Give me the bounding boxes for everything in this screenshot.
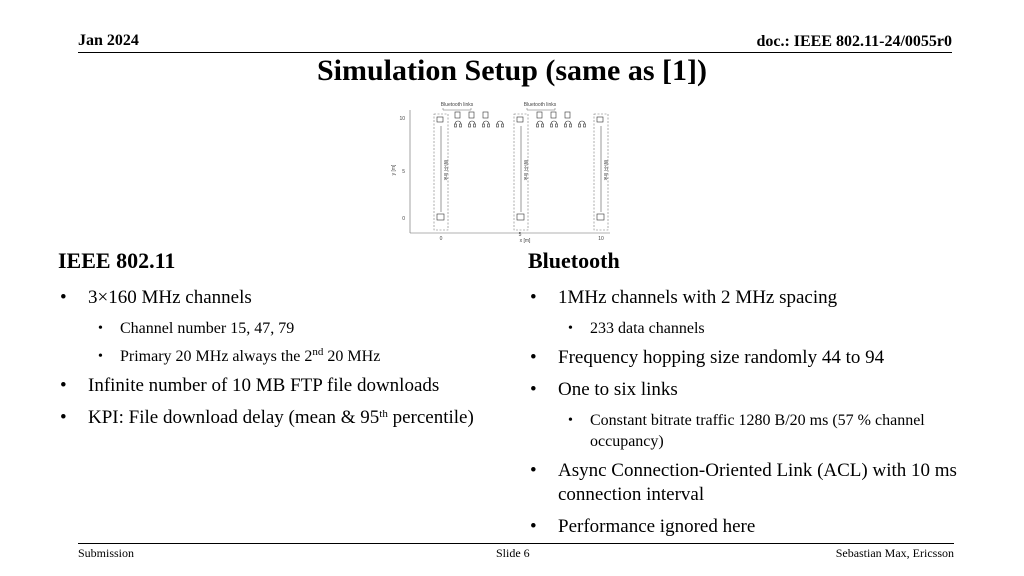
bt-data-channels-text: 233 data channels <box>590 320 705 337</box>
list-item: Performance ignored here <box>528 515 968 539</box>
footer-submission: Submission <box>78 546 135 560</box>
list-item: Constant bitrate traffic 1280 B/20 ms (5… <box>528 410 968 452</box>
bluetooth-heading: Bluetooth <box>528 248 620 273</box>
list-item: Channel number 15, 47, 79 <box>58 318 498 339</box>
kpi-text-end: percentile) <box>387 407 474 428</box>
bluetooth-bullets: 1MHz channels with 2 MHz spacing 233 dat… <box>528 286 968 539</box>
bluetooth-label-right: Bluetooth links <box>524 102 557 108</box>
kpi-text: KPI: File download delay (mean & 95 <box>88 407 380 428</box>
x-tick-0: 0 <box>440 236 443 242</box>
bluetooth-label-left: Bluetooth links <box>441 102 474 108</box>
slide-title: Simulation Setup (same as [1]) <box>316 54 707 87</box>
header-date: Jan 2024 <box>78 32 139 49</box>
x-axis-label: x [m] <box>520 238 531 244</box>
primary-text: Primary 20 MHz always the 2 <box>120 348 313 365</box>
header-divider <box>78 52 952 53</box>
y-axis-label: y [m] <box>391 164 397 175</box>
wifi-link-label-2: Wi-Fi link <box>522 160 528 181</box>
primary-sup: nd <box>312 346 324 358</box>
ieee-80211-heading: IEEE 802.11 <box>58 248 176 273</box>
y-tick-5: 5 <box>402 169 405 175</box>
list-item: Infinite number of 10 MB FTP file downlo… <box>58 374 498 398</box>
list-item: 233 data channels <box>528 318 968 339</box>
bt-traffic-text: Constant bitrate traffic 1280 B/20 ms (5… <box>590 412 925 450</box>
bt-links-text: One to six links <box>558 379 678 400</box>
bluetooth-column: Bluetooth 1MHz channels with 2 MHz spaci… <box>528 248 968 547</box>
ieee-80211-bullets: 3×160 MHz channels Channel number 15, 47… <box>58 286 498 430</box>
bt-acl-text: Async Connection-Oriented Link (ACL) wit… <box>558 460 957 505</box>
list-item: KPI: File download delay (mean & 95th pe… <box>58 406 498 430</box>
list-item: Frequency hopping size randomly 44 to 94 <box>528 346 968 370</box>
footer-author: Sebastian Max, Ericsson <box>835 546 954 560</box>
simulation-layout-figure: Bluetooth links Bluetooth links 10 5 0 y… <box>391 102 610 244</box>
kpi-sup: th <box>379 408 388 420</box>
footer-slide-number: Slide 6 <box>496 546 530 560</box>
x-tick-5: 5 <box>519 232 522 238</box>
header-doc-id: doc.: IEEE 802.11-24/0055r0 <box>756 33 952 50</box>
wifi-link-3: Wi-Fi link <box>593 113 609 231</box>
bt-channels-text: 1MHz channels with 2 MHz spacing <box>558 287 838 308</box>
x-tick-10: 10 <box>598 236 604 242</box>
wifi-link-1: Wi-Fi link <box>433 113 449 231</box>
list-item: One to six links <box>528 378 968 402</box>
channels-text: 3×160 MHz channels <box>88 287 252 308</box>
wifi-link-label-1: Wi-Fi link <box>442 160 448 181</box>
bt-hopping-text: Frequency hopping size randomly 44 to 94 <box>558 347 885 368</box>
list-item: 1MHz channels with 2 MHz spacing <box>528 286 968 310</box>
primary-text-end: 20 MHz <box>323 348 381 365</box>
wifi-link-2: Wi-Fi link <box>513 113 529 231</box>
bt-performance-text: Performance ignored here <box>558 516 756 537</box>
bluetooth-devices-right <box>536 111 586 128</box>
list-item: 3×160 MHz channels <box>58 286 498 310</box>
channel-numbers-text: Channel number 15, 47, 79 <box>120 320 295 337</box>
bluetooth-devices-left <box>454 111 504 128</box>
wifi-link-label-3: Wi-Fi link <box>602 160 608 181</box>
footer-divider <box>78 543 954 544</box>
ftp-text: Infinite number of 10 MB FTP file downlo… <box>88 375 440 396</box>
list-item: Async Connection-Oriented Link (ACL) wit… <box>528 459 968 507</box>
y-tick-0: 0 <box>402 216 405 222</box>
list-item: Primary 20 MHz always the 2nd 20 MHz <box>58 346 498 367</box>
y-tick-10: 10 <box>399 116 405 122</box>
ieee-80211-column: IEEE 802.11 3×160 MHz channels Channel n… <box>58 248 498 438</box>
